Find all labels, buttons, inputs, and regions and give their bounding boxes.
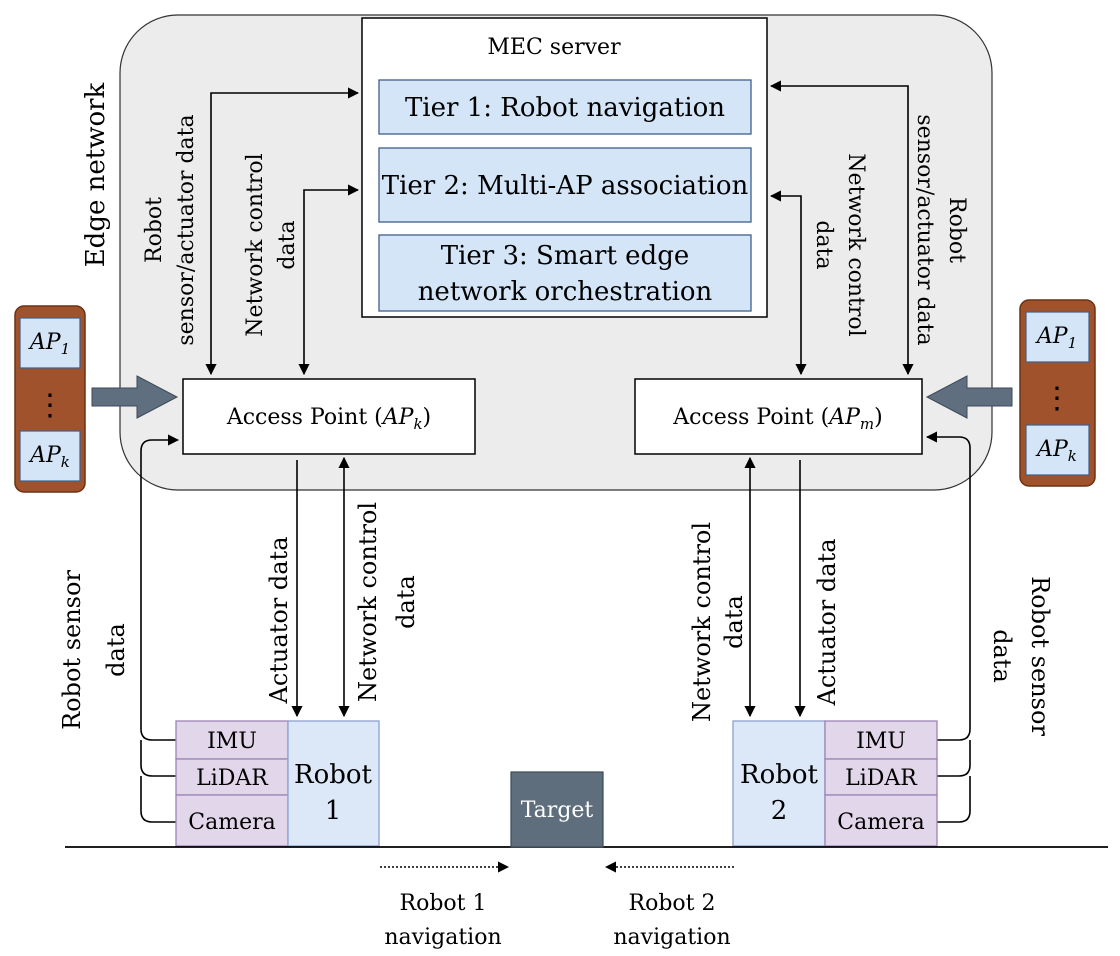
tier3-box [378,234,752,312]
tier2-label: Tier 2: Multi-AP association [382,171,749,201]
access-point-right-label: Access Point (APm) [672,405,882,433]
left-lower-network-control-label-2: data [392,575,420,629]
robot-1-lidar-box [175,758,289,796]
right-network-control-label-1: Network control [843,153,868,336]
ap-stack-left-dots: ⋮ [35,388,65,423]
mec-server: MEC server Tier 1: Robot navigation Tier… [361,17,768,318]
left-sensor-actuator-arrow [205,87,360,376]
left-sensor-feedback-lines [140,434,180,823]
edge-network-label: Edge network [81,82,111,267]
robot-2-camera-label: Camera [837,810,924,835]
right-sensor-feedback-imu [925,431,971,741]
robot-1-navigation-label-2: navigation [384,925,501,950]
left-network-control-arrow [298,184,360,376]
left-sensor-label-2: data [102,623,130,677]
left-network-control-label-2: data [275,220,300,269]
left-network-control-label-1: Network control [243,153,268,336]
robot-2-camera-box [824,794,938,847]
robot-1-box [287,720,380,847]
target-label: Target [521,798,594,823]
right-sensor-feedback-lidar [937,740,971,777]
robot-2-label-line1: Robot [740,760,819,790]
ap-stack-left: AP1 ⋮ APk [14,305,86,493]
right-sensor-actuator-label-2: sensor/actuator data [912,114,937,345]
robot-1-imu-label: IMU [207,729,257,754]
right-sensor-actuator-arrow [769,80,914,376]
access-point-left-box [182,378,476,455]
ap-stack-right-bottom-cell [1025,424,1090,476]
ap-stack-right-dots: ⋮ [1042,381,1072,416]
robot-1: IMU LiDAR Camera Robot 1 [175,720,380,847]
mec-server-title: MEC server [487,35,621,60]
right-lower-network-control-label-2: data [720,595,748,649]
robot-2-box [732,720,826,847]
ap-stack-right-bottom-label: APk [1035,437,1077,465]
ap-stack-right-arrow [925,375,1013,419]
right-sensor-label-2: data [988,629,1016,683]
tier1-box [378,79,752,135]
robot-2-navigation-label-2: navigation [613,925,730,950]
robot-2-imu-box [824,720,938,760]
access-point-left-label: Access Point (APk) [226,405,431,433]
robot-1-camera-box [175,794,289,847]
ap-stack-right: AP1 ⋮ APk [1019,299,1096,487]
ap-stack-left-top-cell [19,317,81,369]
right-lower-network-control-label-1: Network control [688,522,716,722]
robot-2: Robot 2 IMU LiDAR Camera [732,720,938,847]
robot-2-imu-label: IMU [856,729,906,754]
ap-stack-right-top-label: AP1 [1035,324,1077,352]
robot-2-lidar-label: LiDAR [845,766,918,791]
robot-2-navigation-label-1: Robot 2 [629,891,716,916]
left-actuator-label: Actuator data [265,536,293,704]
left-sensor-feedback-camera [140,776,176,823]
right-sensor-feedback-camera [937,776,971,823]
tier1-label: Tier 1: Robot navigation [405,93,725,123]
ap-stack-left-arrow [91,375,179,419]
tier3-label-line1: Tier 3: Smart edge [441,241,689,271]
target-box [510,771,604,848]
right-sensor-feedback-lines [925,431,971,823]
left-sensor-feedback-lidar [140,740,176,777]
left-lower-network-control-label-1: Network control [354,502,382,702]
ap-stack-left-bottom-label: APk [28,443,70,471]
left-sensor-feedback-imu [140,434,180,741]
ap-stack-left-bottom-cell [19,430,81,482]
robot-1-imu-box [175,720,289,760]
right-sensor-actuator-label-1: Robot [944,197,969,263]
right-network-control-arrow [769,190,807,376]
ap-stack-right-top-cell [1025,311,1090,363]
tier3-label-line2: network orchestration [418,277,713,307]
left-sensor-actuator-label-2: sensor/actuator data [174,114,199,345]
left-sensor-label-1: Robot sensor [58,570,86,730]
robot-1-label-line1: Robot [294,760,373,790]
access-point-right-box [634,378,923,455]
right-network-control-label-2: data [811,220,836,269]
left-sensor-actuator-label-1: Robot [142,197,167,263]
robot-1-label-line2: 1 [325,796,342,826]
robot-1-camera-label: Camera [188,810,275,835]
tier2-box [378,147,752,223]
right-actuator-label: Actuator data [813,538,841,706]
robot-2-label-line2: 2 [771,796,788,826]
right-sensor-label-1: Robot sensor [1026,576,1054,736]
robot-1-lidar-label: LiDAR [196,766,269,791]
ap-stack-left-top-label: AP1 [28,330,70,358]
robot-1-navigation-label-1: Robot 1 [400,891,487,916]
